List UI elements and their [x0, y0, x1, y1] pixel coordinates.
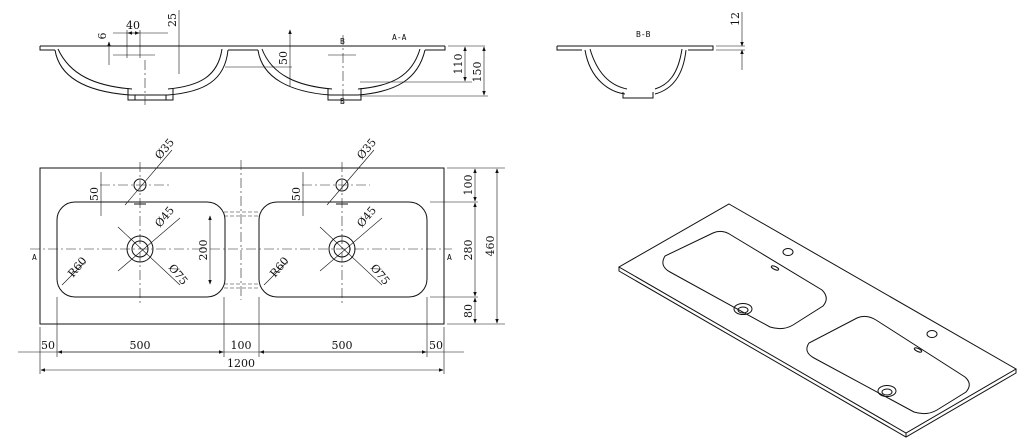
dim-tap-offset-left: 50 [88, 187, 101, 201]
dim-basin-right: 500 [332, 339, 353, 352]
dim-gap: 100 [231, 339, 252, 352]
dim-drain-inner-right: Ø45 [354, 204, 379, 230]
cut-label-a-left: A [32, 253, 37, 262]
dim-150: 150 [471, 62, 484, 83]
dim-tap-offset-right: 50 [290, 187, 303, 201]
section-b-b: B-B 12 [556, 12, 745, 99]
section-b-b-title: B-B [636, 30, 651, 39]
dim-50: 50 [277, 51, 290, 65]
dim-40: 40 [126, 19, 140, 32]
dim-radius-right: R60 [267, 255, 291, 280]
dim-6: 6 [96, 33, 109, 40]
plan-view: Ø35 Ø35 Ø45 Ø45 Ø75 Ø75 R60 R60 50 50 20… [18, 136, 505, 374]
section-a-a-title: A-A [392, 33, 407, 42]
dim-tap-left: Ø35 [152, 136, 177, 162]
dim-total-depth: 460 [484, 236, 497, 257]
iso-basin-left [662, 230, 827, 330]
dim-gap-height: 200 [197, 240, 210, 261]
dim-110: 110 [452, 54, 465, 75]
dim-basin-left: 500 [130, 339, 151, 352]
dim-basin-depth: 280 [462, 240, 475, 261]
dim-drain-outer-left: Ø75 [166, 262, 191, 288]
iso-basin-right [806, 315, 970, 415]
dim-bottom-margin: 80 [462, 304, 475, 318]
dim-total-width: 1200 [227, 357, 255, 370]
cut-label-a-right: A [447, 253, 452, 262]
dim-left-margin: 50 [41, 339, 55, 352]
dim-12: 12 [729, 12, 742, 26]
cut-label-b-top: B [340, 37, 345, 46]
dim-drain-inner-left: Ø45 [152, 204, 177, 230]
isometric-view [617, 203, 1017, 438]
dim-radius-left: R60 [65, 255, 89, 280]
dim-right-margin: 50 [429, 339, 443, 352]
dim-tap-right: Ø35 [354, 136, 379, 162]
cut-label-b-bottom: B [340, 97, 345, 106]
dim-25: 25 [166, 13, 179, 27]
section-a-a: 40 6 25 50 B B A-A 110 150 [39, 10, 488, 106]
dim-drain-outer-right: Ø75 [368, 262, 393, 288]
dim-top-margin: 100 [462, 175, 475, 196]
